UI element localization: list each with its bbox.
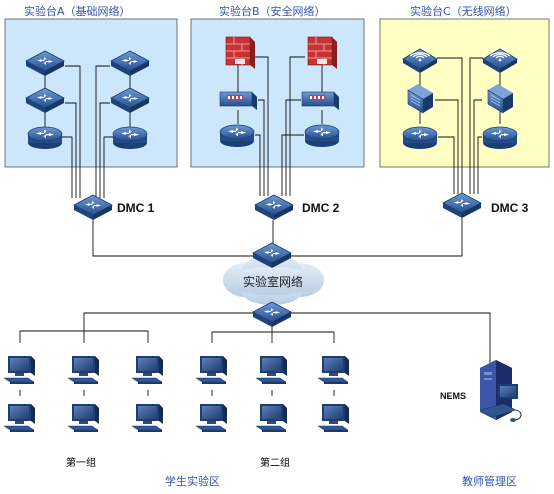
pc-icon <box>317 403 350 433</box>
dmc-3-switch-icon <box>443 193 481 218</box>
cloud-label: 实验室网络 <box>243 275 304 289</box>
router-icon <box>113 127 147 149</box>
router-icon <box>483 127 517 149</box>
lab-b-title: 实验台B（安全网络） <box>219 5 326 18</box>
pc-icon <box>131 403 164 433</box>
student-pcs <box>3 355 350 433</box>
group-1-label: 第一组 <box>66 458 96 469</box>
lab-b-panel <box>190 18 365 168</box>
dmc-3-label: DMC 3 <box>491 201 529 215</box>
pc-icon <box>131 355 164 385</box>
distribution-switch-icon <box>253 302 291 327</box>
pc-icon <box>3 403 36 433</box>
router-icon <box>305 125 339 147</box>
pc-icon <box>195 355 228 385</box>
dmc-1-switch-icon <box>74 195 112 220</box>
pc-icon <box>67 403 100 433</box>
firewall-icon <box>225 36 256 70</box>
pc-icon <box>317 355 350 385</box>
pc-icon <box>67 355 100 385</box>
lab-c-title: 实验台C（无线网络） <box>410 5 517 18</box>
group-2-label: 第二组 <box>260 458 290 469</box>
router-icon <box>403 127 437 149</box>
pc-icon <box>255 403 288 433</box>
pc-icon <box>3 355 36 385</box>
lab-network-cloud <box>223 254 324 305</box>
pc-icon <box>195 403 228 433</box>
pc-icon <box>255 355 288 385</box>
dmc-2-label: DMC 2 <box>302 201 340 215</box>
lab-a-title: 实验台A（基础网络） <box>24 5 131 18</box>
dmc-1-label: DMC 1 <box>117 201 155 215</box>
dmc-2-switch-icon <box>255 195 293 220</box>
student-zone-label: 学生实验区 <box>165 475 220 488</box>
nems-label: NEMS <box>440 391 467 401</box>
router-icon <box>28 127 62 149</box>
teacher-zone-label: 教师管理区 <box>462 475 517 488</box>
nems-workstation-icon <box>479 360 522 422</box>
connection-lines <box>19 56 501 396</box>
router-icon <box>220 125 254 147</box>
firewall-icon <box>307 36 338 70</box>
